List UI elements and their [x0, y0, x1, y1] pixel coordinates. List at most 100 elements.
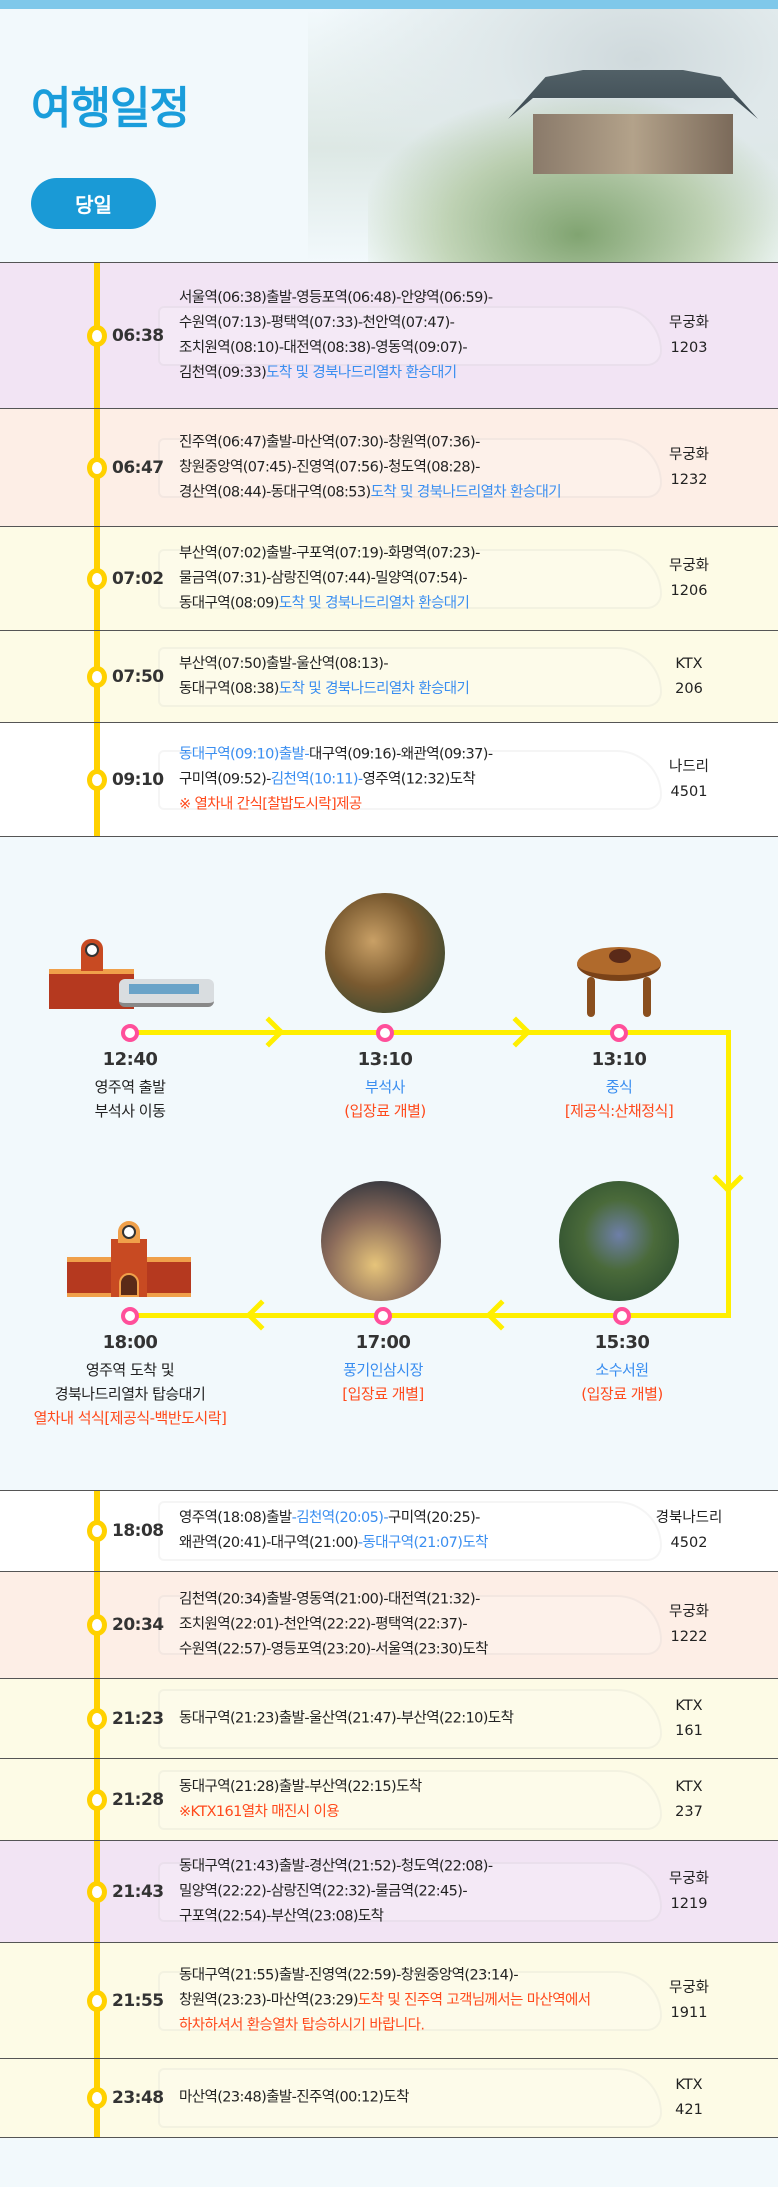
sosuseowon-photo — [559, 1181, 679, 1301]
stop-time: 18:00 — [102, 1332, 158, 1353]
timeline-dot-icon — [87, 324, 107, 347]
route-segment: ※ 열차내 간식[찰밥도시락]제공 — [179, 796, 362, 812]
route-line-right — [726, 1030, 731, 1318]
hanok-scenery-image — [308, 9, 778, 262]
timeline-dot-icon — [87, 567, 107, 590]
schedule-row: 06:47 진주역(06:47)출발-마산역(07:30)-창원역(07:36)-… — [0, 408, 778, 526]
stop-description: (입장료 개별) — [581, 1385, 663, 1403]
departure-time: 06:38 — [112, 325, 164, 346]
route-segment: 김천역(20:34)출발-영동역(21:00)-대전역(21:32)- — [179, 1591, 480, 1608]
route-line: 구포역(22:54)-부산역(23:08)도착 — [179, 1904, 492, 1929]
route-line: 창원중앙역(07:45)-진영역(07:56)-청도역(08:28)- — [179, 455, 561, 480]
stop-description: 영주역 도착 및 — [85, 1361, 175, 1379]
route-segment: 동대구역(21:55)출발-진영역(22:59)-창원중앙역(23:14)- — [179, 1967, 519, 1983]
train-number: 1206 — [670, 582, 708, 599]
route-segment: 구미역(09:52)- — [179, 771, 271, 787]
train-type: KTX — [675, 655, 703, 672]
stop-marker-icon — [613, 1307, 631, 1325]
stop-description: 열차내 석식[제공식-백반도시락] — [33, 1409, 227, 1427]
route-segment: 도착 및 진주역 고객님께서는 마산역에서 — [357, 1992, 591, 2008]
route-description: 동대구역(21:43)출발-경산역(21:52)-청도역(22:08)-밀양역(… — [179, 1854, 493, 1929]
stop-time: 12:40 — [102, 1049, 158, 1070]
stop-description: 중식 — [605, 1078, 633, 1096]
train-number: 1911 — [670, 2004, 708, 2021]
route-segment: 마산역(23:48)출발-진주역(00:12)도착 — [179, 2089, 409, 2106]
train-type: KTX — [675, 2077, 703, 2093]
route-description: 마산역(23:48)출발-진주역(00:12)도착 — [179, 2086, 409, 2111]
departure-time: 20:34 — [112, 1615, 164, 1635]
schedule-row: 20:34 김천역(20:34)출발-영동역(21:00)-대전역(21:32)-… — [0, 1571, 778, 1678]
route-segment: 도착 및 경북나드리열차 환승대기 — [278, 595, 470, 611]
route-description: 부산역(07:02)출발-구포역(07:19)-화명역(07:23)- 물금역(0… — [179, 541, 480, 616]
route-segment: 영주역(18:08)출발 — [179, 1510, 292, 1526]
route-segment: 진주역(06:47)출발-마산역(07:30)-창원역(07:36)- — [179, 434, 480, 450]
route-segment: 도착 및 경북나드리열차 환승대기 — [370, 484, 562, 500]
route-line: 동대구역(08:09)도착 및 경북나드리열차 환승대기 — [179, 591, 480, 616]
train-type: 무궁화 — [668, 1979, 710, 1996]
route-segment: 물금역(07:31)-삼랑진역(07:44)-밀양역(07:54)- — [179, 570, 468, 586]
arrow-down-icon — [712, 1162, 744, 1194]
train-watermark-icon — [158, 1769, 662, 1830]
route-line-top — [130, 1030, 731, 1035]
departure-time: 07:50 — [112, 666, 164, 687]
route-description: 동대구역(21:23)출발-울산역(21:47)-부산역(22:10)도착 — [179, 1706, 514, 1731]
train-type: KTX — [675, 1778, 703, 1795]
route-line: 김천역(09:33)도착 및 경북나드리열차 환승대기 — [179, 361, 492, 386]
timeline-dot-icon — [87, 2087, 107, 2109]
stop-time: 17:00 — [355, 1332, 411, 1353]
route-line-bottom — [130, 1313, 731, 1318]
timeline-dot-icon — [87, 1520, 107, 1542]
station-bus-illustration — [49, 934, 214, 1014]
timeline-dot-icon — [87, 456, 107, 479]
route-segment: 도착 및 경북나드리열차 환승대기 — [278, 680, 470, 697]
train-type: 무궁화 — [668, 446, 710, 463]
schedule-row: 21:55 동대구역(21:55)출발-진영역(22:59)-창원중앙역(23:1… — [0, 1942, 778, 2058]
route-line: 서울역(06:38)출발-영등포역(06:48)-안양역(06:59)- — [179, 286, 493, 311]
arrow-left-icon — [485, 1299, 517, 1331]
route-segment: 구포역(22:54)-부산역(23:08)도착 — [179, 1908, 384, 1924]
departure-time: 06:47 — [112, 457, 164, 478]
train-number: 161 — [675, 1722, 703, 1739]
route-segment: 도착 및 경북나드리열차 환승대기 — [266, 364, 457, 381]
train-watermark-icon — [158, 1501, 662, 1561]
route-line: 왜관역(20:41)-대구역(21:00)-동대구역(21:07)도착 — [179, 1531, 488, 1556]
stop-description: 경북나드리열차 탑승대기 — [54, 1385, 206, 1403]
departure-time: 21:55 — [112, 1990, 164, 2011]
route-segment: 왜관역(20:41)-대구역(21:00) — [179, 1535, 358, 1551]
train-number: 4501 — [670, 783, 708, 800]
route-line: ※ 열차내 간식[찰밥도시락]제공 — [179, 792, 493, 817]
train-type: 무궁화 — [668, 1870, 710, 1887]
route-description: 서울역(06:38)출발-영등포역(06:48)-안양역(06:59)-수원역(… — [179, 286, 493, 386]
route-description: 영주역(18:08)출발-김천역(20:05)-구미역(20:25)-왜관역(2… — [179, 1506, 488, 1556]
arrow-right-icon — [500, 1016, 532, 1048]
stop-time: 15:30 — [594, 1332, 650, 1353]
route-line: 부산역(07:02)출발-구포역(07:19)-화명역(07:23)- — [179, 541, 480, 566]
route-line: 수원역(07:13)-평택역(07:33)-천안역(07:47)- — [179, 311, 492, 336]
route-line: 동대구역(08:38)도착 및 경북나드리열차 환승대기 — [179, 677, 470, 702]
departure-time: 18:08 — [112, 1521, 164, 1541]
train-type: 무궁화 — [668, 314, 710, 331]
route-line: 하차하셔서 환승열차 탑승하시기 바랍니다. — [179, 2013, 591, 2038]
route-segment: 동대구역(08:09) — [179, 595, 279, 611]
route-line: 진주역(06:47)출발-마산역(07:30)-창원역(07:36)- — [179, 430, 561, 455]
top-bar — [0, 0, 778, 9]
train-watermark-icon — [158, 548, 662, 609]
route-segment: 동대구역(21:23)출발-울산역(21:47)-부산역(22:10)도착 — [179, 1710, 514, 1726]
stop-time: 13:10 — [357, 1049, 413, 1070]
day-tab[interactable]: 당일 — [31, 178, 156, 229]
train-watermark-icon — [158, 749, 662, 810]
train-watermark-icon — [158, 2068, 662, 2128]
route-line: 조치원역(22:01)-천안역(22:22)-평택역(22:37)- — [179, 1613, 488, 1638]
schedule-row: 18:08 영주역(18:08)출발-김천역(20:05)-구미역(20:25)-… — [0, 1490, 778, 1571]
train-number: 4502 — [670, 1535, 708, 1551]
stop-description: 풍기인삼시장 — [343, 1361, 423, 1379]
morning-train-schedule: 06:38 서울역(06:38)출발-영등포역(06:48)-안양역(06:59)… — [0, 262, 778, 837]
